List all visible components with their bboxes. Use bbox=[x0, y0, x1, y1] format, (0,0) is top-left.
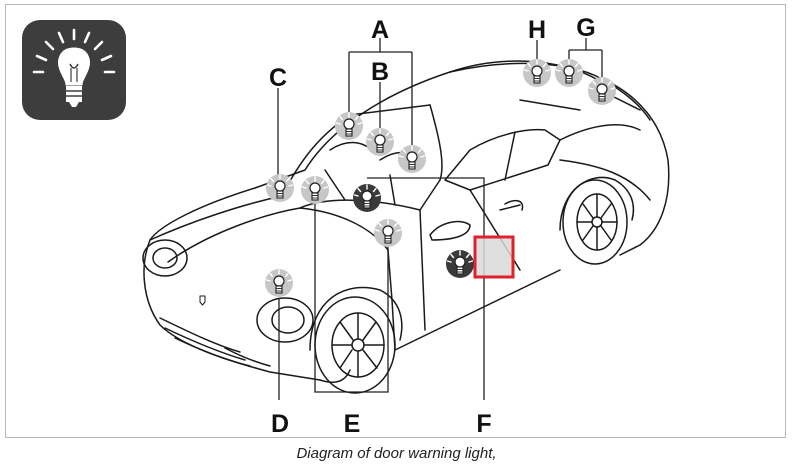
car-lighting-diagram: A B C D E F H G bbox=[22, 14, 670, 438]
diagram-frame bbox=[5, 4, 786, 438]
bulb-badge-icon bbox=[22, 20, 126, 120]
label-e: E bbox=[344, 410, 361, 438]
bulb-door-icon bbox=[445, 249, 475, 279]
bulb-b-icon bbox=[365, 127, 395, 157]
bulb-g2-icon bbox=[587, 76, 617, 106]
label-d: D bbox=[271, 410, 289, 438]
label-c: C bbox=[269, 64, 287, 92]
label-g: G bbox=[576, 14, 595, 42]
leader-lines bbox=[277, 38, 603, 400]
bulb-g-icon bbox=[554, 58, 584, 88]
door-warning-light-highlight bbox=[473, 235, 515, 279]
bulb-c-icon bbox=[265, 173, 295, 203]
bulb-f-icon bbox=[352, 183, 382, 213]
bulb-e2-icon bbox=[373, 218, 403, 248]
bulb-a2-icon bbox=[397, 144, 427, 174]
car-outline bbox=[142, 60, 670, 394]
label-h: H bbox=[528, 16, 546, 44]
bulb-h-icon bbox=[522, 58, 552, 88]
bulb-a-icon bbox=[334, 111, 364, 141]
diagram-caption: Diagram of door warning light, bbox=[296, 445, 497, 462]
label-a: A bbox=[371, 16, 389, 44]
bulb-e-icon bbox=[300, 175, 330, 205]
label-b: B bbox=[371, 58, 389, 86]
bulb-d-icon bbox=[264, 268, 294, 298]
label-f: F bbox=[476, 410, 491, 438]
